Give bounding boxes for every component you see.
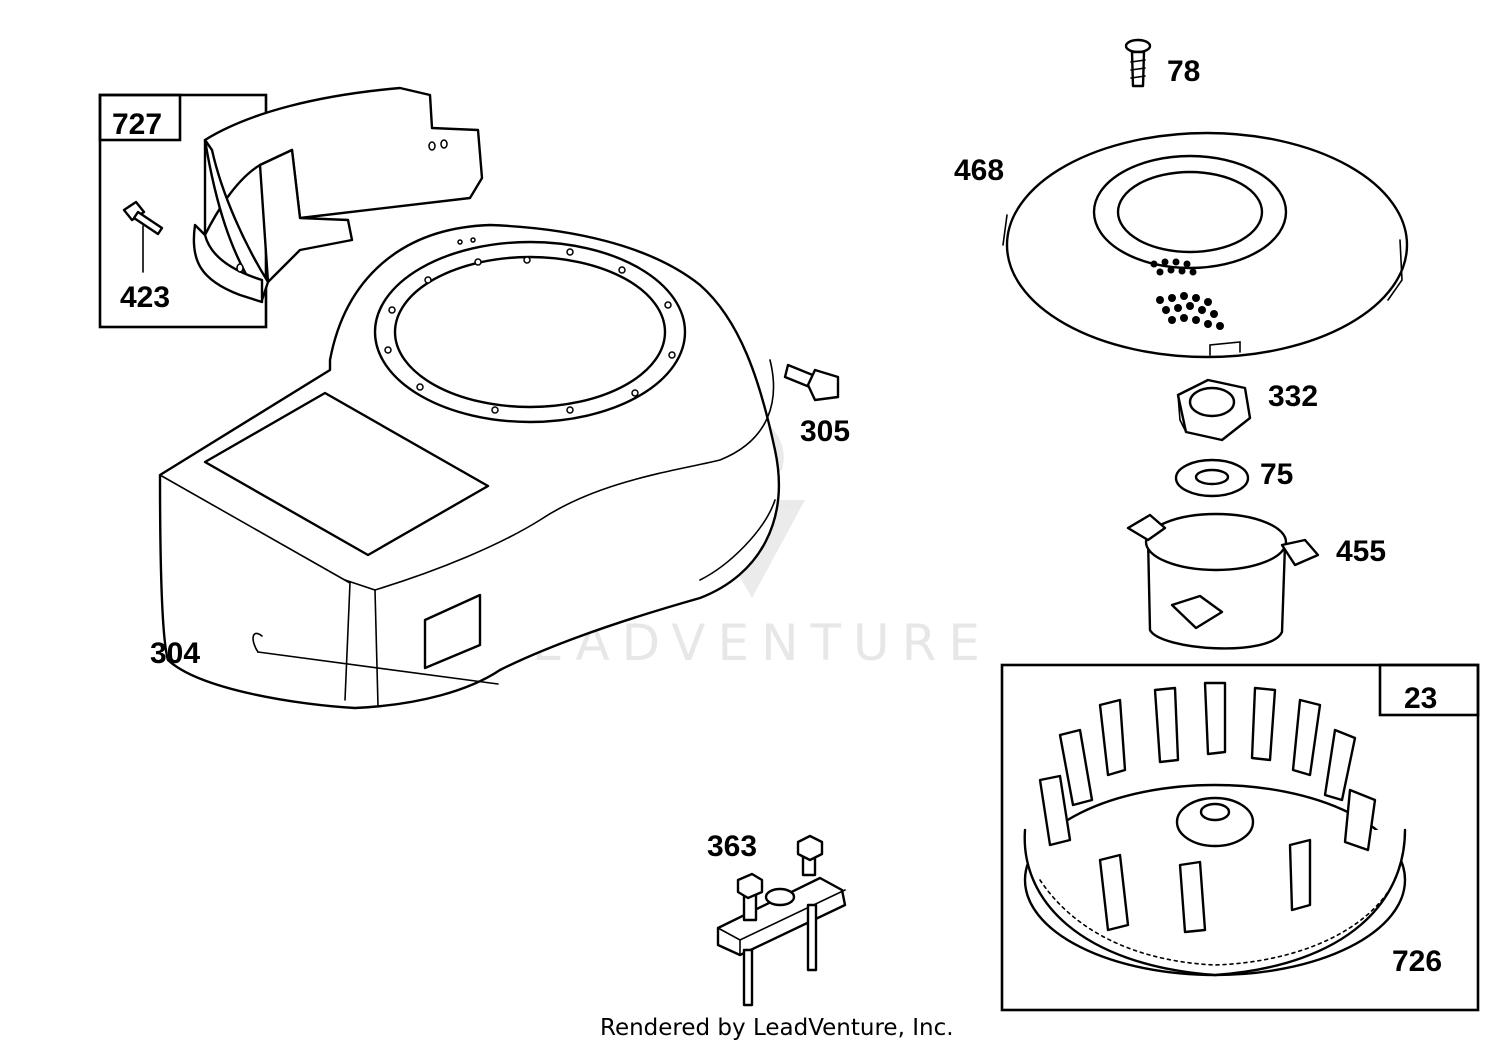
callout-75: 75 — [1260, 458, 1293, 491]
credit-text: Rendered by LeadVenture, Inc. — [600, 1015, 954, 1041]
screen-perforations — [1150, 258, 1224, 330]
nut-332-part — [1176, 378, 1252, 442]
callout-455: 455 — [1336, 535, 1386, 568]
callout-78: 78 — [1167, 55, 1200, 88]
starter-cup-455-part — [1126, 512, 1320, 650]
screw-305-part — [783, 363, 840, 402]
part-group-23 — [1000, 663, 1480, 1012]
callout-363: 363 — [707, 830, 757, 863]
washer-75-part — [1174, 458, 1250, 498]
callout-305: 305 — [800, 415, 850, 448]
callout-727: 727 — [112, 108, 162, 141]
callout-332: 332 — [1268, 380, 1318, 413]
flywheel-726-part — [1023, 681, 1407, 977]
callout-423: 423 — [120, 281, 170, 314]
callout-726: 726 — [1392, 945, 1442, 978]
callout-304: 304 — [150, 637, 200, 670]
callout-23: 23 — [1404, 682, 1437, 715]
ignition-bracket-363-part — [716, 834, 847, 1007]
air-guide-shroud-part — [192, 86, 484, 304]
screw-78-part — [1124, 38, 1152, 88]
blower-housing-part — [158, 223, 780, 710]
screw-423-part — [122, 200, 164, 273]
callout-468: 468 — [954, 154, 1004, 187]
rotating-screen-part — [1002, 131, 1409, 359]
